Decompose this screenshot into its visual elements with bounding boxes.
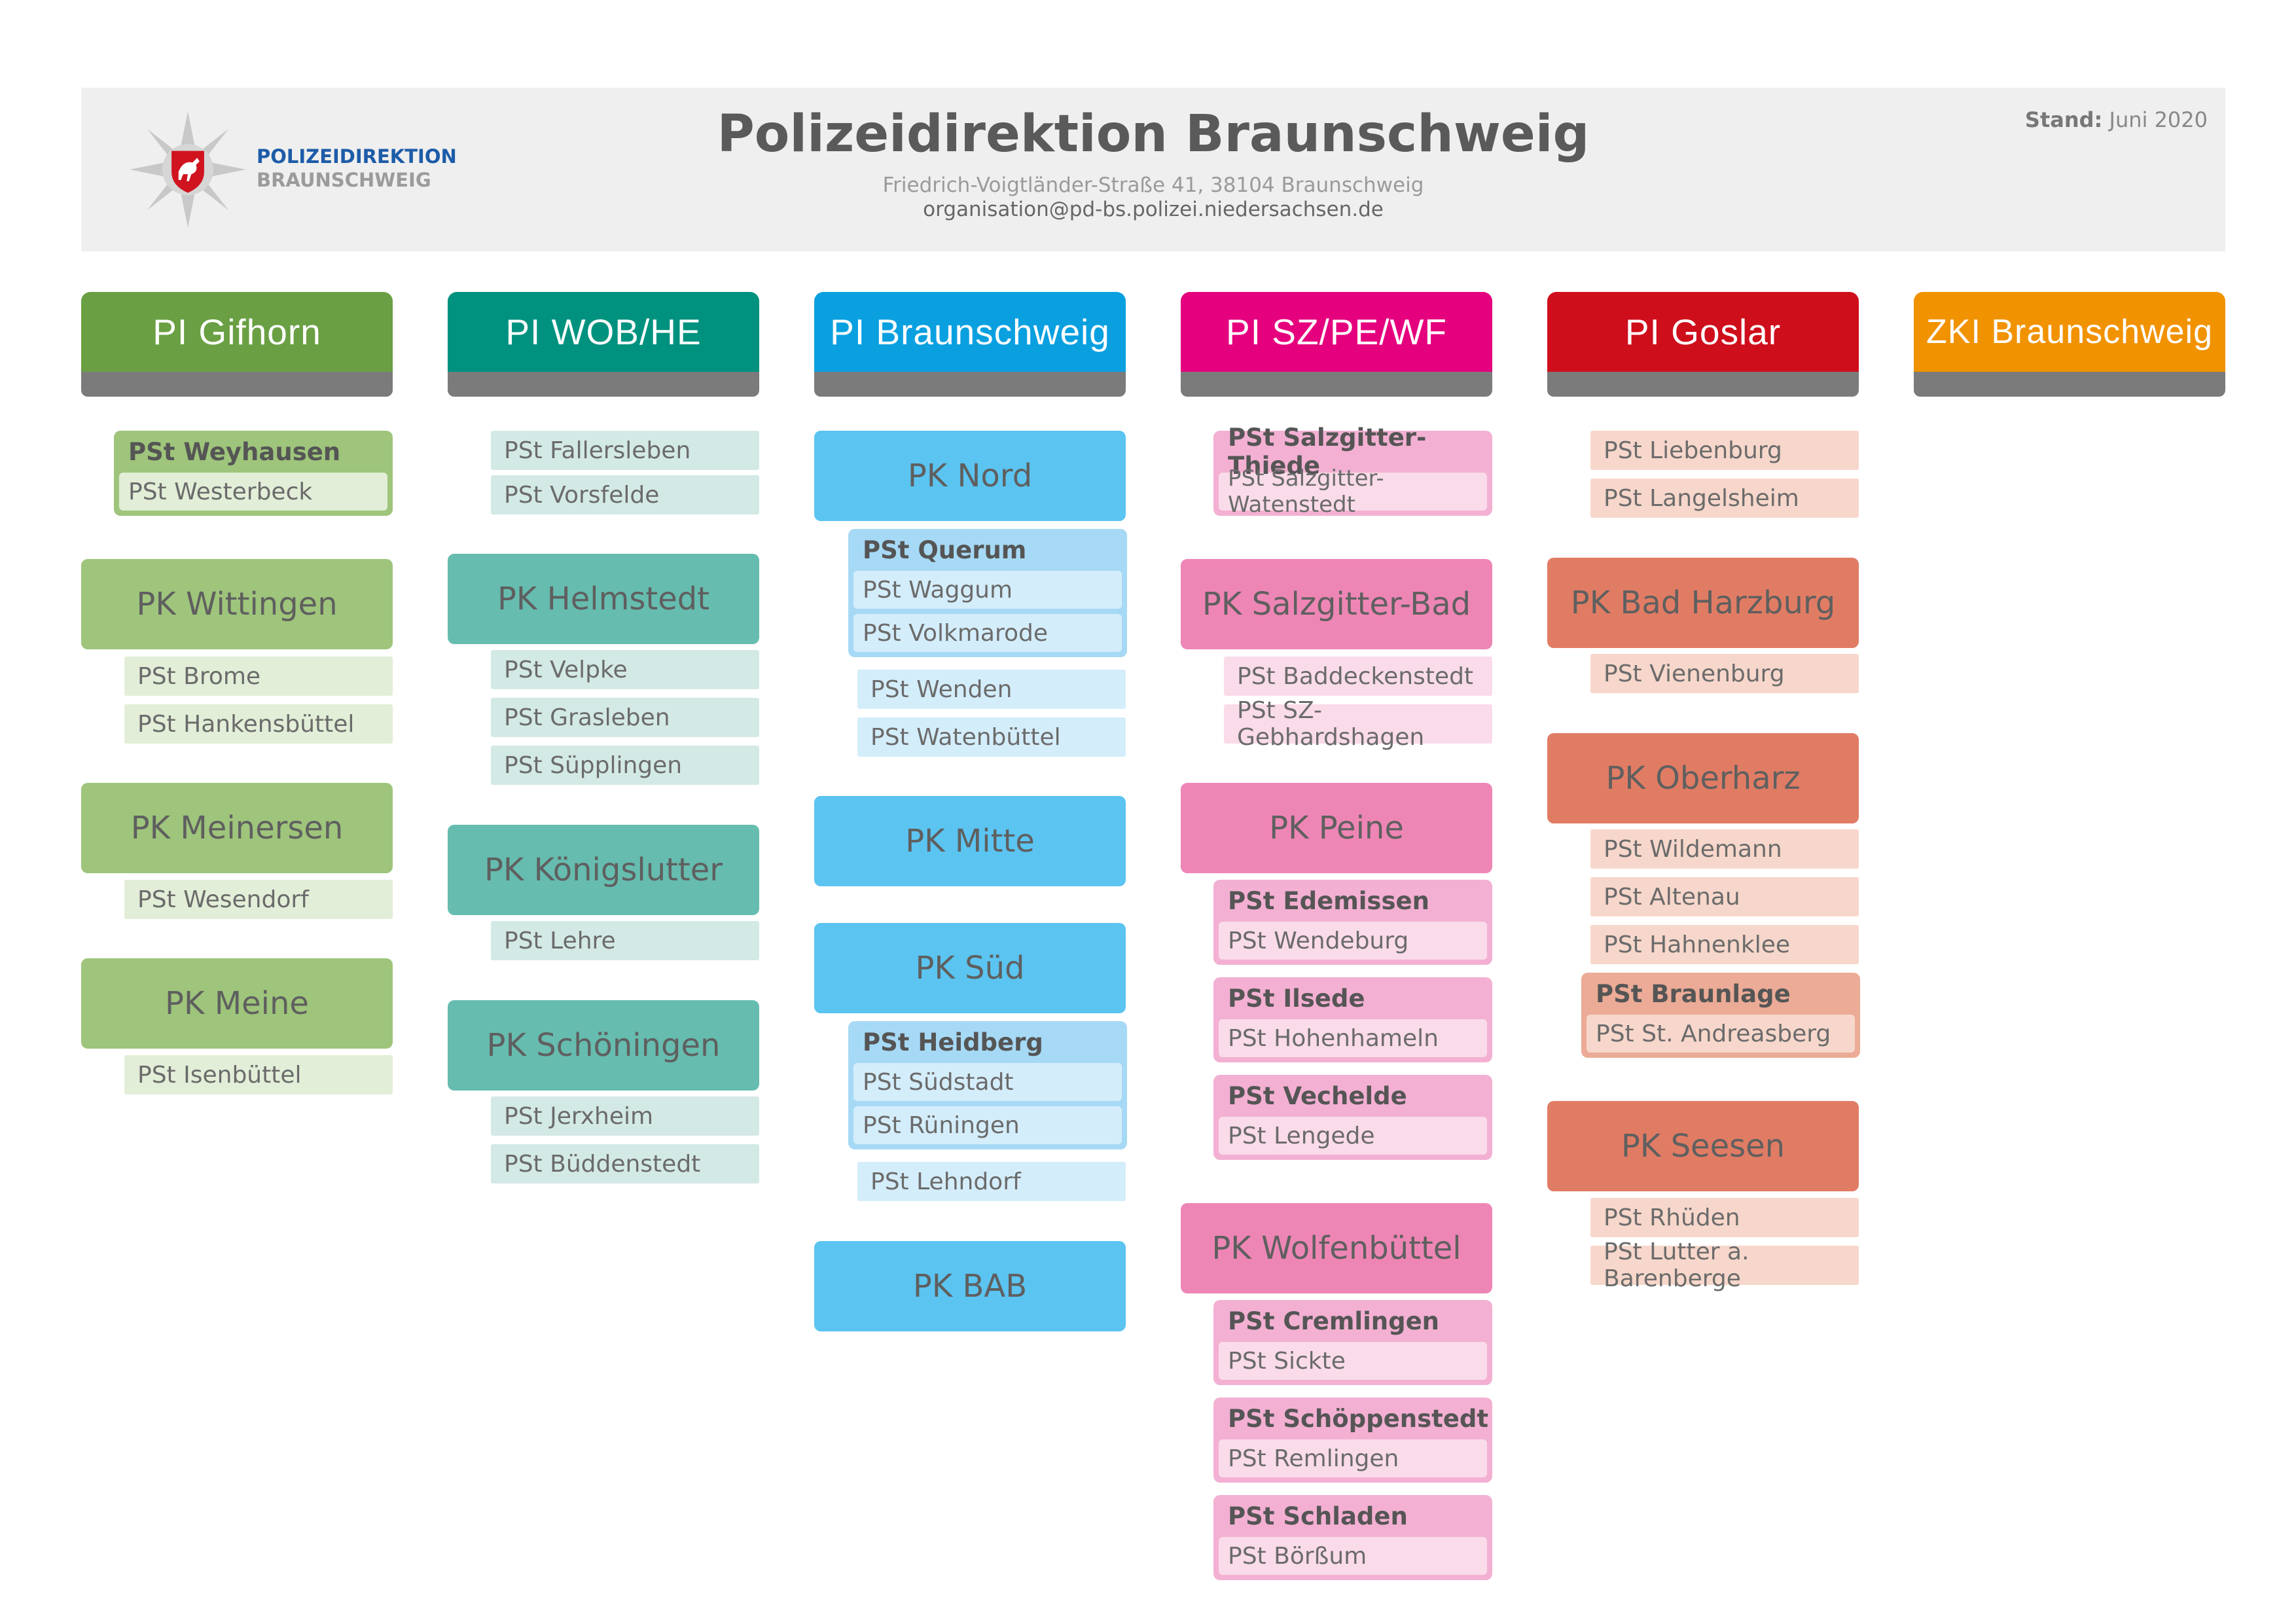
email-address: organisation@pd-bs.polizei.niedersachsen… <box>923 198 1384 221</box>
pst-item: PSt Vienenburg <box>1590 654 1859 693</box>
pi-sz-pe-wf-header: PI SZ/PE/WF <box>1181 292 1492 397</box>
address: Friedrich-Voigtländer-Straße 41, 38104 B… <box>882 173 1424 197</box>
pk-koenigslutter: PK Königslutter <box>448 825 759 915</box>
pst-item: PSt Wildemann <box>1590 829 1859 869</box>
pk-sued: PK Süd <box>814 923 1126 1013</box>
pk-wolfenbuettel: PK Wolfenbüttel <box>1181 1203 1492 1293</box>
pk-schoeningen: PK Schöningen <box>448 1000 759 1091</box>
pst-group-ilsede: PSt Ilsede PSt Hohenhameln <box>1213 977 1492 1062</box>
pst-item: PSt Büddenstedt <box>491 1144 759 1183</box>
pi-braunschweig-header: PI Braunschweig <box>814 292 1126 397</box>
pst-group-braunlage: PSt Braunlage PSt St. Andreasberg <box>1581 973 1860 1058</box>
pi-wob-he-header: PI WOB/HE <box>448 292 759 397</box>
pst-item: PSt Wesendorf <box>124 880 393 919</box>
pk-oberharz: PK Oberharz <box>1547 733 1859 823</box>
pst-item: PSt Jerxheim <box>491 1096 759 1136</box>
pst-item: PSt Watenbüttel <box>857 717 1126 757</box>
pst-item: PSt Baddeckenstedt <box>1224 657 1492 696</box>
pst-item: PSt Süpplingen <box>491 746 759 785</box>
pst-item: PSt Liebenburg <box>1590 431 1859 470</box>
pst-group-querum: PSt Querum PSt Waggum PSt Volkmarode <box>848 529 1127 657</box>
header-bar <box>81 88 2225 251</box>
pk-helmstedt: PK Helmstedt <box>448 554 759 644</box>
page-title: Polizeidirektion Braunschweig <box>717 105 1590 164</box>
pst-item: PSt SZ-Gebhardshagen <box>1224 697 1492 751</box>
pst-group-schoeppenstedt: PSt Schöppenstedt PSt Remlingen <box>1213 1398 1492 1483</box>
pst-item: PSt Brome <box>124 657 393 696</box>
pst-item: PSt Fallersleben <box>491 431 759 470</box>
pst-group-cremlingen: PSt Cremlingen PSt Sickte <box>1213 1300 1492 1385</box>
pst-item: PSt Isenbüttel <box>124 1055 393 1094</box>
pst-group-edemissen: PSt Edemissen PSt Wendeburg <box>1213 880 1492 965</box>
pst-item: PSt Altenau <box>1590 877 1859 916</box>
pi-gifhorn-header: PI Gifhorn <box>81 292 393 397</box>
pst-item: PSt Lehre <box>491 921 759 960</box>
pk-wittingen: PK Wittingen <box>81 559 393 649</box>
pk-mitte: PK Mitte <box>814 796 1126 886</box>
pk-salzgitter-bad: PK Salzgitter-Bad <box>1181 559 1492 649</box>
pst-item: PSt Rhüden <box>1590 1198 1859 1237</box>
pst-item: PSt Vorsfelde <box>491 475 759 514</box>
pst-item: PSt Lutter a. Barenberge <box>1590 1238 1859 1292</box>
pst-item: PSt Langelsheim <box>1590 478 1859 518</box>
logo-text-line1: POLIZEIDIREKTION <box>257 145 457 168</box>
pk-meine: PK Meine <box>81 958 393 1049</box>
pi-goslar-header: PI Goslar <box>1547 292 1859 397</box>
pst-group-schladen: PSt Schladen PSt Börßum <box>1213 1495 1492 1580</box>
pk-meinersen: PK Meinersen <box>81 783 393 873</box>
pst-group-salzgitter-thiede: PSt Salzgitter-Thiede PSt Salzgitter-Wat… <box>1213 424 1492 518</box>
pk-bad-harzburg: PK Bad Harzburg <box>1547 558 1859 648</box>
pk-peine: PK Peine <box>1181 783 1492 873</box>
pst-item: PSt Hahnenklee <box>1590 925 1859 964</box>
pst-item: PSt Grasleben <box>491 698 759 737</box>
pst-group-weyhausen: PSt Weyhausen PSt Westerbeck <box>114 431 393 516</box>
pst-item: PSt Hankensbüttel <box>124 704 393 744</box>
pst-item: PSt Velpke <box>491 650 759 689</box>
pst-group-heidberg: PSt Heidberg PSt Südstadt PSt Rüningen <box>848 1021 1127 1149</box>
police-star-logo-icon <box>130 111 246 228</box>
stand-date: Stand: Juni 2020 <box>2024 107 2208 132</box>
logo-text-line2: BRAUNSCHWEIG <box>257 169 431 191</box>
pk-seesen: PK Seesen <box>1547 1101 1859 1191</box>
pst-group-vechelde: PSt Vechelde PSt Lengede <box>1213 1075 1492 1160</box>
pk-bab: PK BAB <box>814 1241 1126 1331</box>
pk-nord: PK Nord <box>814 431 1126 521</box>
zki-braunschweig-header: ZKI Braunschweig <box>1914 292 2225 397</box>
pst-item: PSt Wenden <box>857 670 1126 709</box>
pst-item: PSt Lehndorf <box>857 1162 1126 1201</box>
